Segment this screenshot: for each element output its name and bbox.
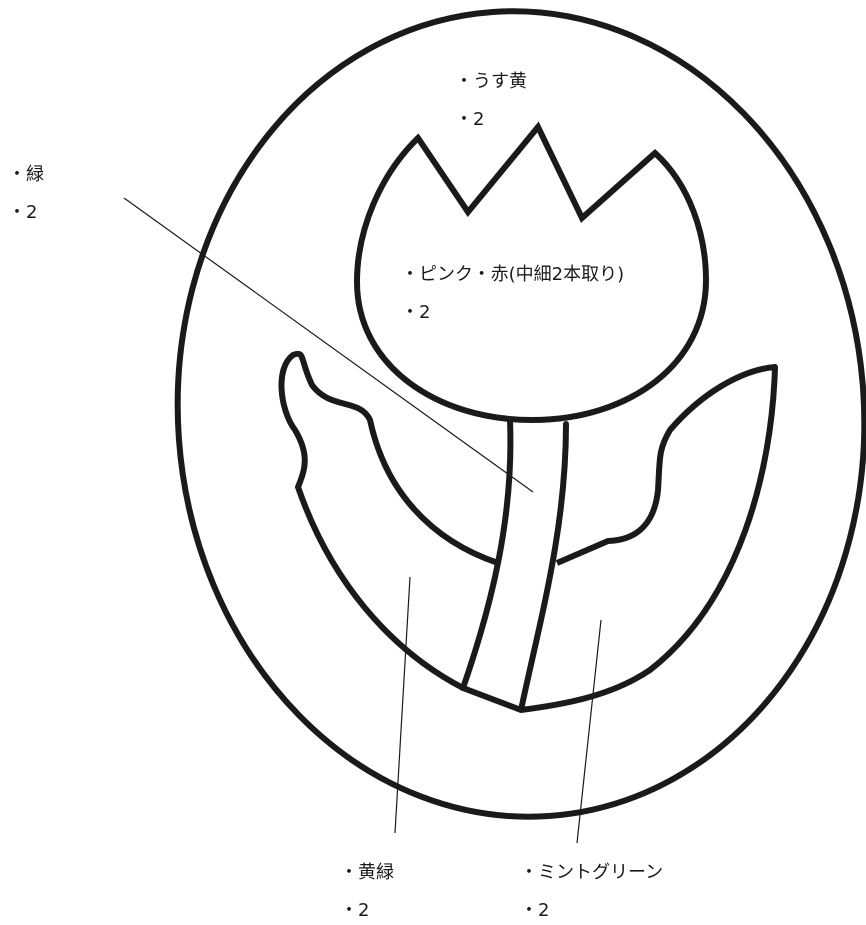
leader-line-left (123, 197, 534, 493)
label-center-count: ・2 (401, 302, 431, 323)
label-left-count: ・2 (8, 202, 38, 223)
label-bottom-left-count: ・2 (340, 900, 370, 921)
right-leaf (520, 364, 778, 713)
leader-line-bottom-left (394, 576, 411, 834)
label-bottom-right-mint-green: ・ミントグリーン ・2 (520, 864, 663, 920)
label-left-name: ・緑 (8, 164, 44, 185)
label-left-green: ・緑 ・2 (8, 166, 44, 222)
label-bottom-left-yellow-green: ・黄緑 ・2 (340, 864, 394, 920)
tulip-stem (460, 417, 569, 713)
leader-line-bottom-right (576, 619, 602, 844)
left-leaf (278, 350, 523, 713)
label-top-pale-yellow: ・うす黄 ・2 (455, 73, 527, 129)
tulip-flower-head (353, 121, 710, 424)
label-top-name: ・うす黄 (455, 71, 527, 92)
label-top-count: ・2 (455, 109, 485, 130)
label-bottom-right-count: ・2 (520, 900, 550, 921)
label-center-name: ・ピンク・赤(中細2本取り) (401, 264, 625, 285)
label-center-pink-red: ・ピンク・赤(中細2本取り) ・2 (401, 266, 624, 322)
label-bottom-left-name: ・黄緑 (340, 862, 394, 883)
label-bottom-right-name: ・ミントグリーン (520, 862, 664, 883)
outer-oval-frame (174, 8, 866, 820)
